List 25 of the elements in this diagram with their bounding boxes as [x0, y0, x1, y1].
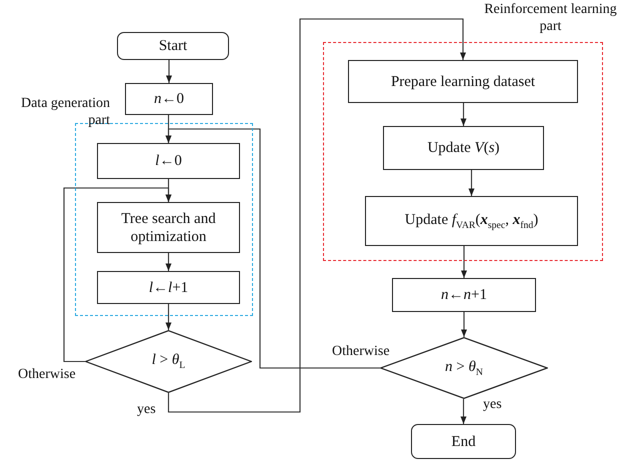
arrow: [165, 304, 172, 330]
arrow: [460, 399, 467, 424]
group-label: Reinforcement learning part: [483, 2, 618, 36]
arrow: [468, 170, 475, 196]
group-label: Data generation part: [20, 96, 110, 130]
arrow: [63, 187, 172, 362]
process-box: Prepare learning dataset: [348, 60, 578, 103]
arrow: [166, 60, 172, 83]
arrow: [460, 103, 467, 126]
process-box: Tree search and optimization: [97, 202, 240, 253]
process-box: l←l+1: [97, 271, 240, 304]
process-box: Update f$_{VAR}$(x$_{spec}$, x$_{fnd}$): [365, 196, 578, 246]
process-box: n←n+1: [392, 278, 536, 312]
arrow: [165, 253, 172, 271]
process-box: Update V(s): [383, 126, 544, 170]
condition-text: l > θ$_{L}$: [152, 352, 186, 371]
terminal-box: Start: [117, 32, 229, 60]
arrow: [168, 18, 466, 413]
terminal-box: End: [411, 424, 516, 459]
arrow: [460, 246, 468, 278]
condition-text: n > θ$_{N}$: [445, 358, 483, 378]
arrow: [165, 128, 380, 369]
arrow: [460, 312, 468, 337]
process-box: n←0: [125, 83, 213, 115]
process-box: l←0: [97, 143, 240, 179]
